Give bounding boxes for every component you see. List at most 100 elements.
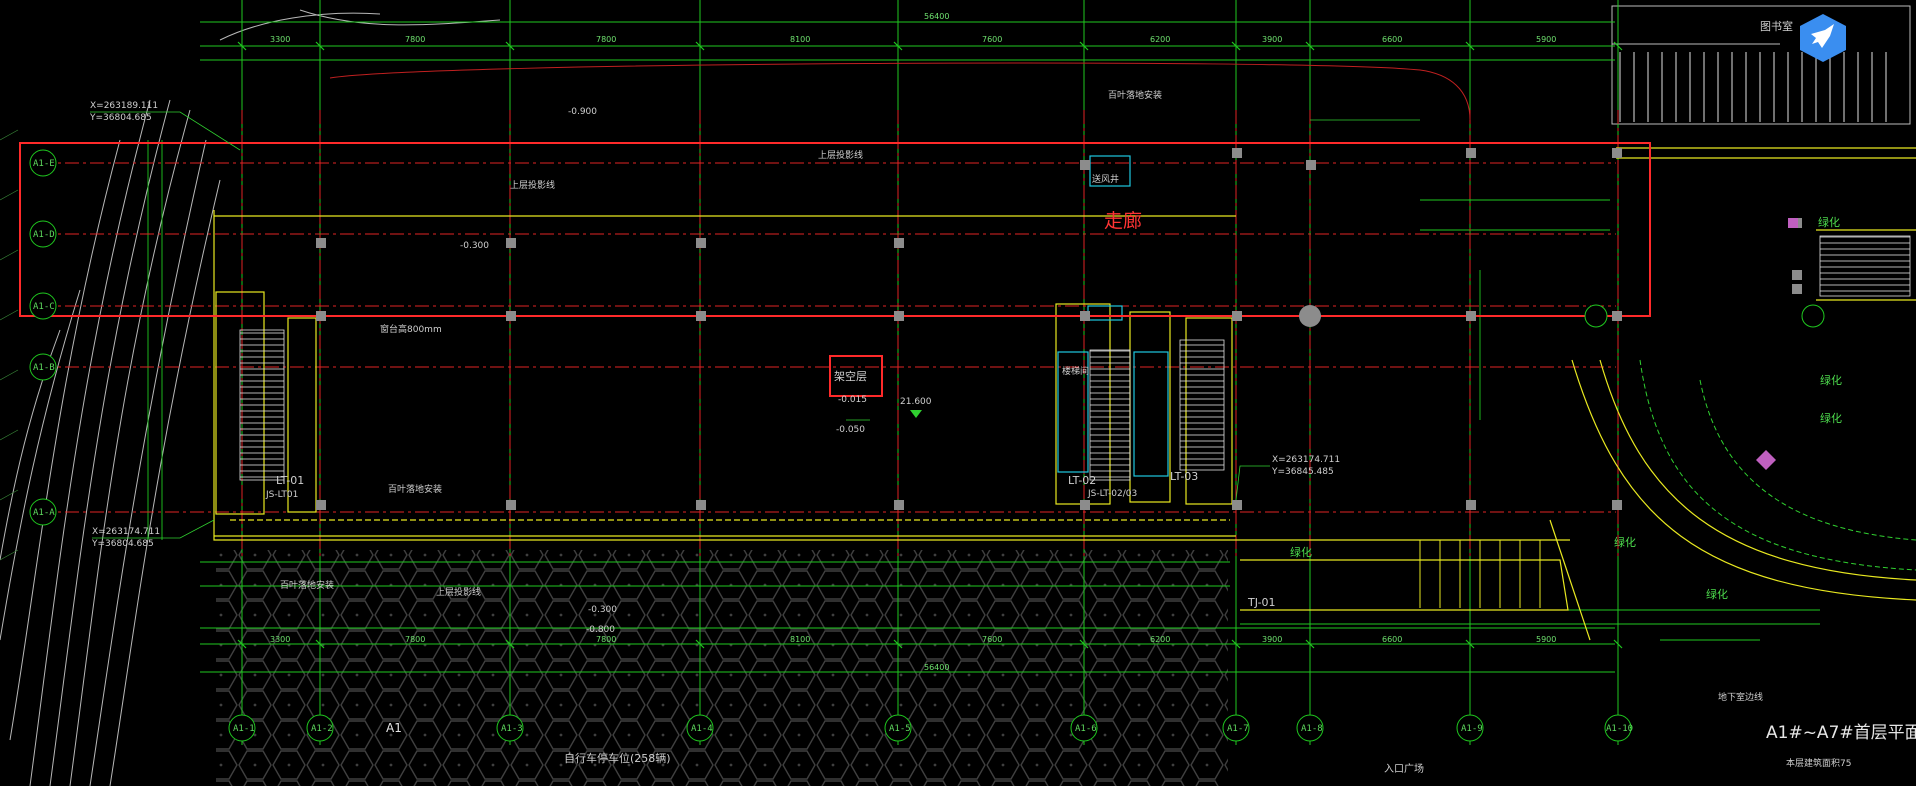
- elevation-label-3: -0.300: [460, 241, 489, 251]
- dim-top-9: 5900: [1536, 35, 1556, 44]
- upper-projection-label-1: 上层投影线: [510, 179, 555, 191]
- stair-lt02: [1089, 349, 1131, 481]
- elevation-label-6: -0.900: [568, 107, 597, 117]
- dim-top-6: 6200: [1150, 35, 1170, 44]
- coordinate-x-1: X=263189.111: [90, 101, 158, 111]
- dim-top-3: 7800: [596, 35, 616, 44]
- library-hatch: [1619, 52, 1887, 122]
- elevation-label-7: 21.600: [900, 397, 932, 407]
- total-dimension-top: 56400: [924, 12, 949, 21]
- upper-projection-label-3: 上层投影线: [436, 586, 481, 598]
- left-axis-bubbles: [29, 149, 57, 526]
- upper-projection-label-2: 上层投影线: [818, 149, 863, 161]
- coordinate-x-3: X=263174.711: [1272, 455, 1340, 465]
- elevation-label-1: -0.015: [838, 395, 867, 405]
- axis-label-A1-5: A1-5: [889, 724, 911, 734]
- tj01-label: TJ-01: [1247, 596, 1276, 609]
- dim-bottom-7: 3900: [1262, 635, 1282, 644]
- magenta-marker-1: [1756, 450, 1776, 470]
- level-marker: [910, 410, 922, 418]
- louver-label-1: 百叶落地安装: [1108, 89, 1162, 101]
- site-hatch-left: [0, 129, 19, 561]
- elevation-label-4: -0.800: [586, 625, 615, 635]
- leader-lines: [90, 111, 1420, 539]
- top-axis-bubbles: [1584, 304, 1825, 328]
- axis-label-A1-6: A1-6: [1075, 724, 1097, 734]
- dim-top-1: 3300: [270, 35, 290, 44]
- louver-label-3: 百叶落地安装: [280, 579, 334, 591]
- axis-label-A1-10: A1-10: [1606, 724, 1633, 734]
- library-outline: [1611, 5, 1911, 125]
- entrance-plaza-label: 入口广场: [1384, 762, 1424, 775]
- footprint-outline: [329, 62, 1471, 121]
- dim-bottom-3: 7800: [596, 635, 616, 644]
- dim-bottom-6: 6200: [1150, 635, 1170, 644]
- stilt-floor-label: 架空层: [834, 369, 867, 383]
- elevation-label-2: -0.050: [836, 425, 865, 435]
- plan-title: A1#~A7#首层平面图: [1766, 723, 1916, 743]
- lt01-label: LT-01: [276, 474, 304, 487]
- coordinate-y-3: Y=36845.485: [1271, 467, 1334, 477]
- bike-parking-area: [216, 550, 1228, 786]
- louver-label-2: 百叶落地安装: [388, 483, 442, 495]
- greening-label-6: 绿化: [1706, 587, 1728, 601]
- stair-lt01: [239, 329, 285, 481]
- stair-right-entrance: [1819, 235, 1911, 297]
- stilt-floor-highlight-box[interactable]: [829, 355, 883, 397]
- building-walls: [213, 147, 1916, 641]
- bottom-axis-labels: A1-1 A1-2 A1-3 A1-4 A1-5 A1-6 A1-7 A1-8 …: [233, 724, 1633, 734]
- axis-label-A1-9: A1-9: [1461, 724, 1483, 734]
- magenta-marker-2: [1788, 218, 1798, 228]
- greening-label-2: 绿化: [1820, 373, 1842, 387]
- plan-subtitle: 本层建筑面积75: [1786, 757, 1851, 769]
- axis-label-A1-E: A1-E: [33, 159, 55, 169]
- air-shaft-label: 送风井: [1092, 173, 1119, 185]
- site-contour-lines: [0, 9, 501, 786]
- dim-bottom-1: 3300: [270, 635, 290, 644]
- greening-label-3: 绿化: [1820, 411, 1842, 425]
- dim-bottom-4: 8100: [790, 635, 810, 644]
- dimension-lines: [147, 21, 1820, 673]
- axis-label-A1-D: A1-D: [33, 230, 55, 240]
- lt0203-label: JS-LT-02/03: [1087, 489, 1137, 499]
- app-logo-icon[interactable]: [1796, 12, 1850, 64]
- axis-label-A1-8: A1-8: [1301, 724, 1323, 734]
- equipment-cyan: [1057, 155, 1169, 477]
- coordinate-x-2: X=263174.711: [92, 527, 160, 537]
- basement-edge-label: 地下室边线: [1718, 691, 1763, 703]
- dim-bottom-8: 6600: [1382, 635, 1402, 644]
- window-sill-label: 窗台高800mm: [380, 323, 442, 335]
- lt01b-label: JS-LT01: [265, 490, 298, 500]
- dim-bottom-5: 7600: [982, 635, 1002, 644]
- corridor-highlight-box[interactable]: [19, 142, 1651, 317]
- dim-top-8: 6600: [1382, 35, 1402, 44]
- dim-top-2: 7800: [405, 35, 425, 44]
- ramp-hatch: [1419, 540, 1541, 608]
- building-label: A1: [386, 721, 402, 735]
- stair-treads: [239, 235, 1911, 481]
- coordinate-y-1: Y=36804.685: [89, 113, 152, 123]
- dim-bottom-2: 7800: [405, 635, 425, 644]
- axis-label-A1-1: A1-1: [233, 724, 255, 734]
- corridor-label: 走廊: [1104, 210, 1142, 232]
- top-dimensions: 56400 3300 7800 7800 8100 7600 6200 3900…: [270, 12, 1556, 44]
- axis-label-A1-2: A1-2: [311, 724, 333, 734]
- axis-label-A1-B: A1-B: [33, 363, 55, 373]
- round-column: [1299, 305, 1321, 327]
- lt02-label: LT-02: [1068, 474, 1096, 487]
- dim-top-4: 8100: [790, 35, 810, 44]
- greening-label-1: 绿化: [1818, 215, 1840, 229]
- axis-label-A1-A: A1-A: [33, 508, 55, 518]
- axis-label-A1-4: A1-4: [691, 724, 713, 734]
- bottom-axis-bubbles: [228, 714, 1632, 742]
- stair-lt03: [1179, 339, 1225, 471]
- library-label: 图书室: [1760, 19, 1793, 33]
- stair-text: 楼梯间: [1062, 365, 1089, 377]
- axis-label-A1-C: A1-C: [33, 302, 55, 312]
- elevation-label-5: -0.300: [588, 605, 617, 615]
- axis-label-A1-3: A1-3: [501, 724, 523, 734]
- dim-top-7: 3900: [1262, 35, 1282, 44]
- curved-road: [1639, 359, 1916, 571]
- bike-parking-label: 自行车停车位(258辆): [564, 751, 671, 765]
